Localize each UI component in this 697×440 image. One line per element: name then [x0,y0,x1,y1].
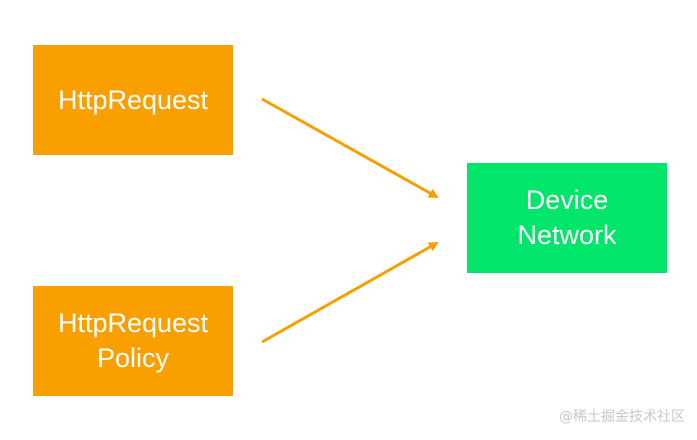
http-request-label: HttpRequest [57,84,209,115]
arrow-http-request-to-device-network [261,97,439,199]
device-network-label-line-2: Network [517,220,617,250]
http-request-policy-label-line-2: Policy [96,343,170,373]
device-network-node: Device Network [467,163,667,273]
http-request-node: HttpRequest [33,45,233,155]
http-request-policy-node: HttpRequest Policy [33,286,233,396]
device-network-label-line-1: Device [525,185,609,216]
watermark-text: @稀土掘金技术社区 [559,409,685,425]
arrow-http-request-policy-to-device-network [261,241,439,344]
http-request-policy-label-line-1: HttpRequest [57,308,209,339]
